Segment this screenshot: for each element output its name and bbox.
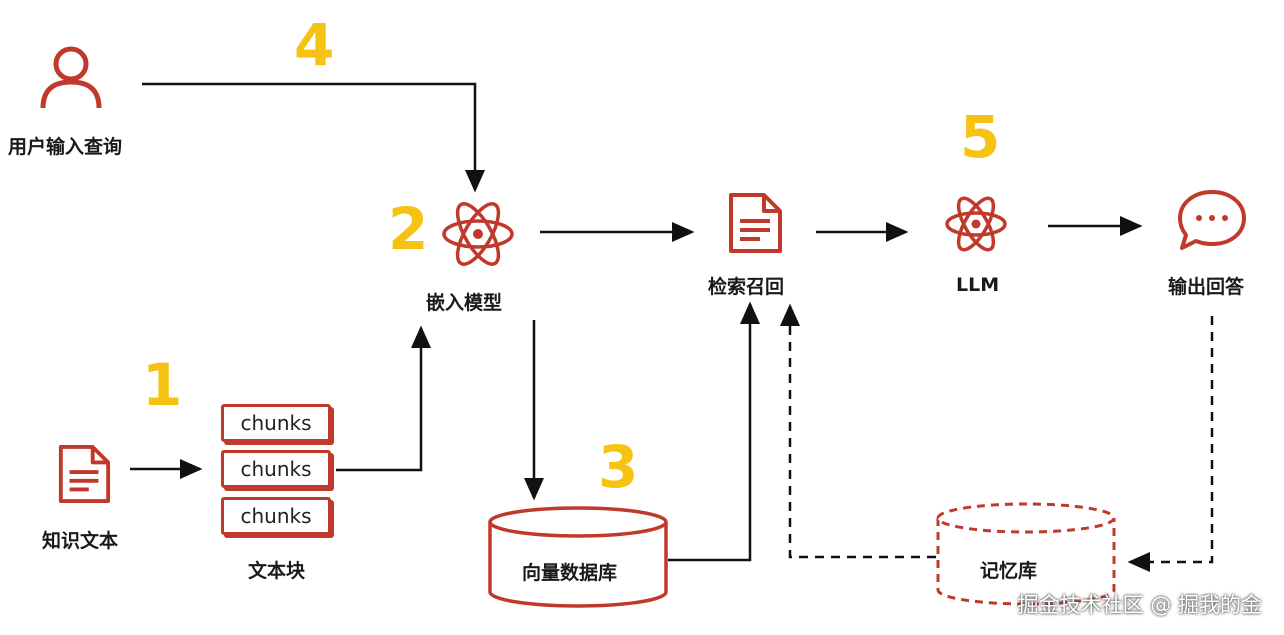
retrieval-label: 检索召回 xyxy=(708,276,785,298)
user-icon xyxy=(40,46,102,109)
vector-db-label: 向量数据库 xyxy=(522,562,618,584)
step-number-2: 2 xyxy=(388,195,429,263)
step-number-4: 4 xyxy=(294,11,335,79)
dashed-output-to-memory xyxy=(1127,316,1214,572)
chunk-box: chunks xyxy=(221,450,331,488)
step-number-1: 1 xyxy=(142,351,183,419)
knowledge-document-icon xyxy=(58,445,111,503)
chunk-box: chunks xyxy=(221,497,331,535)
step-number-5: 5 xyxy=(960,103,1001,171)
atom-icon xyxy=(442,202,514,266)
arrow-chunks-to-model xyxy=(336,325,431,472)
database-icon xyxy=(488,506,668,608)
chat-bubble-icon xyxy=(1178,190,1246,250)
user-query-label: 用户输入查询 xyxy=(8,136,123,158)
dashed-memory-to-retrieval xyxy=(780,303,936,559)
step-number-3: 3 xyxy=(598,433,639,501)
knowledge-text-label: 知识文本 xyxy=(42,530,119,552)
chunk-box: chunks xyxy=(221,404,331,442)
llm-label: LLM xyxy=(956,274,1000,296)
document-icon xyxy=(729,193,782,253)
text-chunks-label: 文本块 xyxy=(248,560,306,582)
embedding-model-label: 嵌入模型 xyxy=(426,292,503,314)
arrow-vectordb-to-retrieval xyxy=(668,301,760,562)
memory-label: 记忆库 xyxy=(980,560,1038,582)
arrow-query-to-model xyxy=(142,82,485,193)
llm-atom-icon xyxy=(945,196,1007,252)
output-label: 输出回答 xyxy=(1168,276,1245,298)
memory-database-icon xyxy=(936,502,1116,606)
watermark: 掘金技术社区 @ 掘我的金 xyxy=(1017,593,1262,617)
